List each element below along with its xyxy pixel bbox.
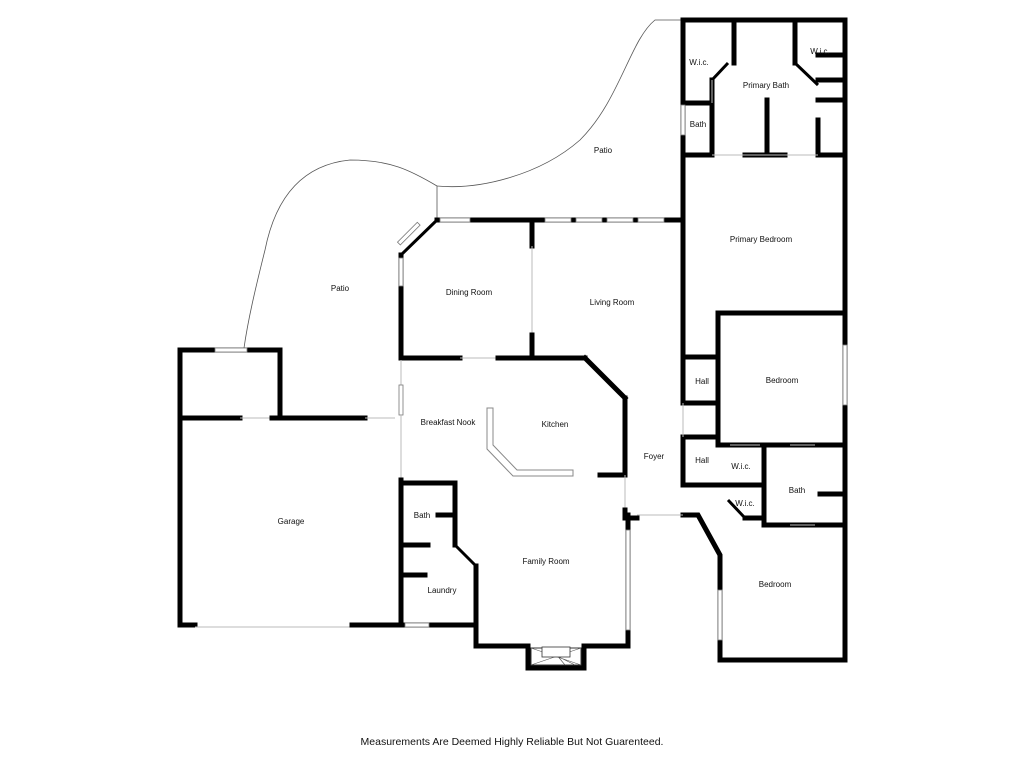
patio-outlines	[243, 19, 683, 349]
garage-walls	[177, 347, 404, 628]
room-label-dining-room: Dining Room	[446, 288, 493, 297]
family-laundry-walls	[398, 477, 631, 671]
room-label-patio-top: Patio	[594, 146, 613, 155]
room-label-primary-bath: Primary Bath	[743, 81, 789, 90]
east-wing-walls	[680, 152, 848, 663]
room-label-bath-primary: Bath	[690, 120, 706, 129]
disclaimer-text: Measurements Are Deemed Highly Reliable …	[360, 736, 664, 748]
room-label-bath-bedrooms: Bath	[789, 486, 805, 495]
room-label-garage: Garage	[278, 517, 305, 526]
room-label-primary-bedroom: Primary Bedroom	[730, 235, 793, 244]
central-walls	[396, 217, 686, 648]
room-label-hall-upper: Hall	[695, 377, 709, 386]
room-label-bedroom-upper: Bedroom	[766, 376, 799, 385]
room-label-wic-left: W.i.c.	[689, 58, 709, 67]
room-label-bath-laundry: Bath	[414, 511, 430, 520]
room-label-hall-lower: Hall	[695, 456, 709, 465]
room-label-foyer: Foyer	[644, 452, 665, 461]
room-label-wic-bedroom-lower: W.i.c.	[735, 499, 755, 508]
room-label-family-room: Family Room	[522, 557, 569, 566]
room-label-wic-bedroom-upper: W.i.c.	[731, 462, 751, 471]
room-label-laundry: Laundry	[428, 586, 457, 595]
room-label-kitchen: Kitchen	[542, 420, 569, 429]
room-label-wic-right: W.i.c.	[810, 47, 830, 56]
room-labels: W.i.c. W.i.c. Primary Bath Bath Patio Pr…	[278, 47, 830, 595]
room-label-bedroom-lower: Bedroom	[759, 580, 792, 589]
room-label-breakfast-nook: Breakfast Nook	[421, 418, 477, 427]
room-label-living-room: Living Room	[590, 298, 635, 307]
kitchen-counter	[486, 407, 574, 477]
room-label-patio-left: Patio	[331, 284, 350, 293]
